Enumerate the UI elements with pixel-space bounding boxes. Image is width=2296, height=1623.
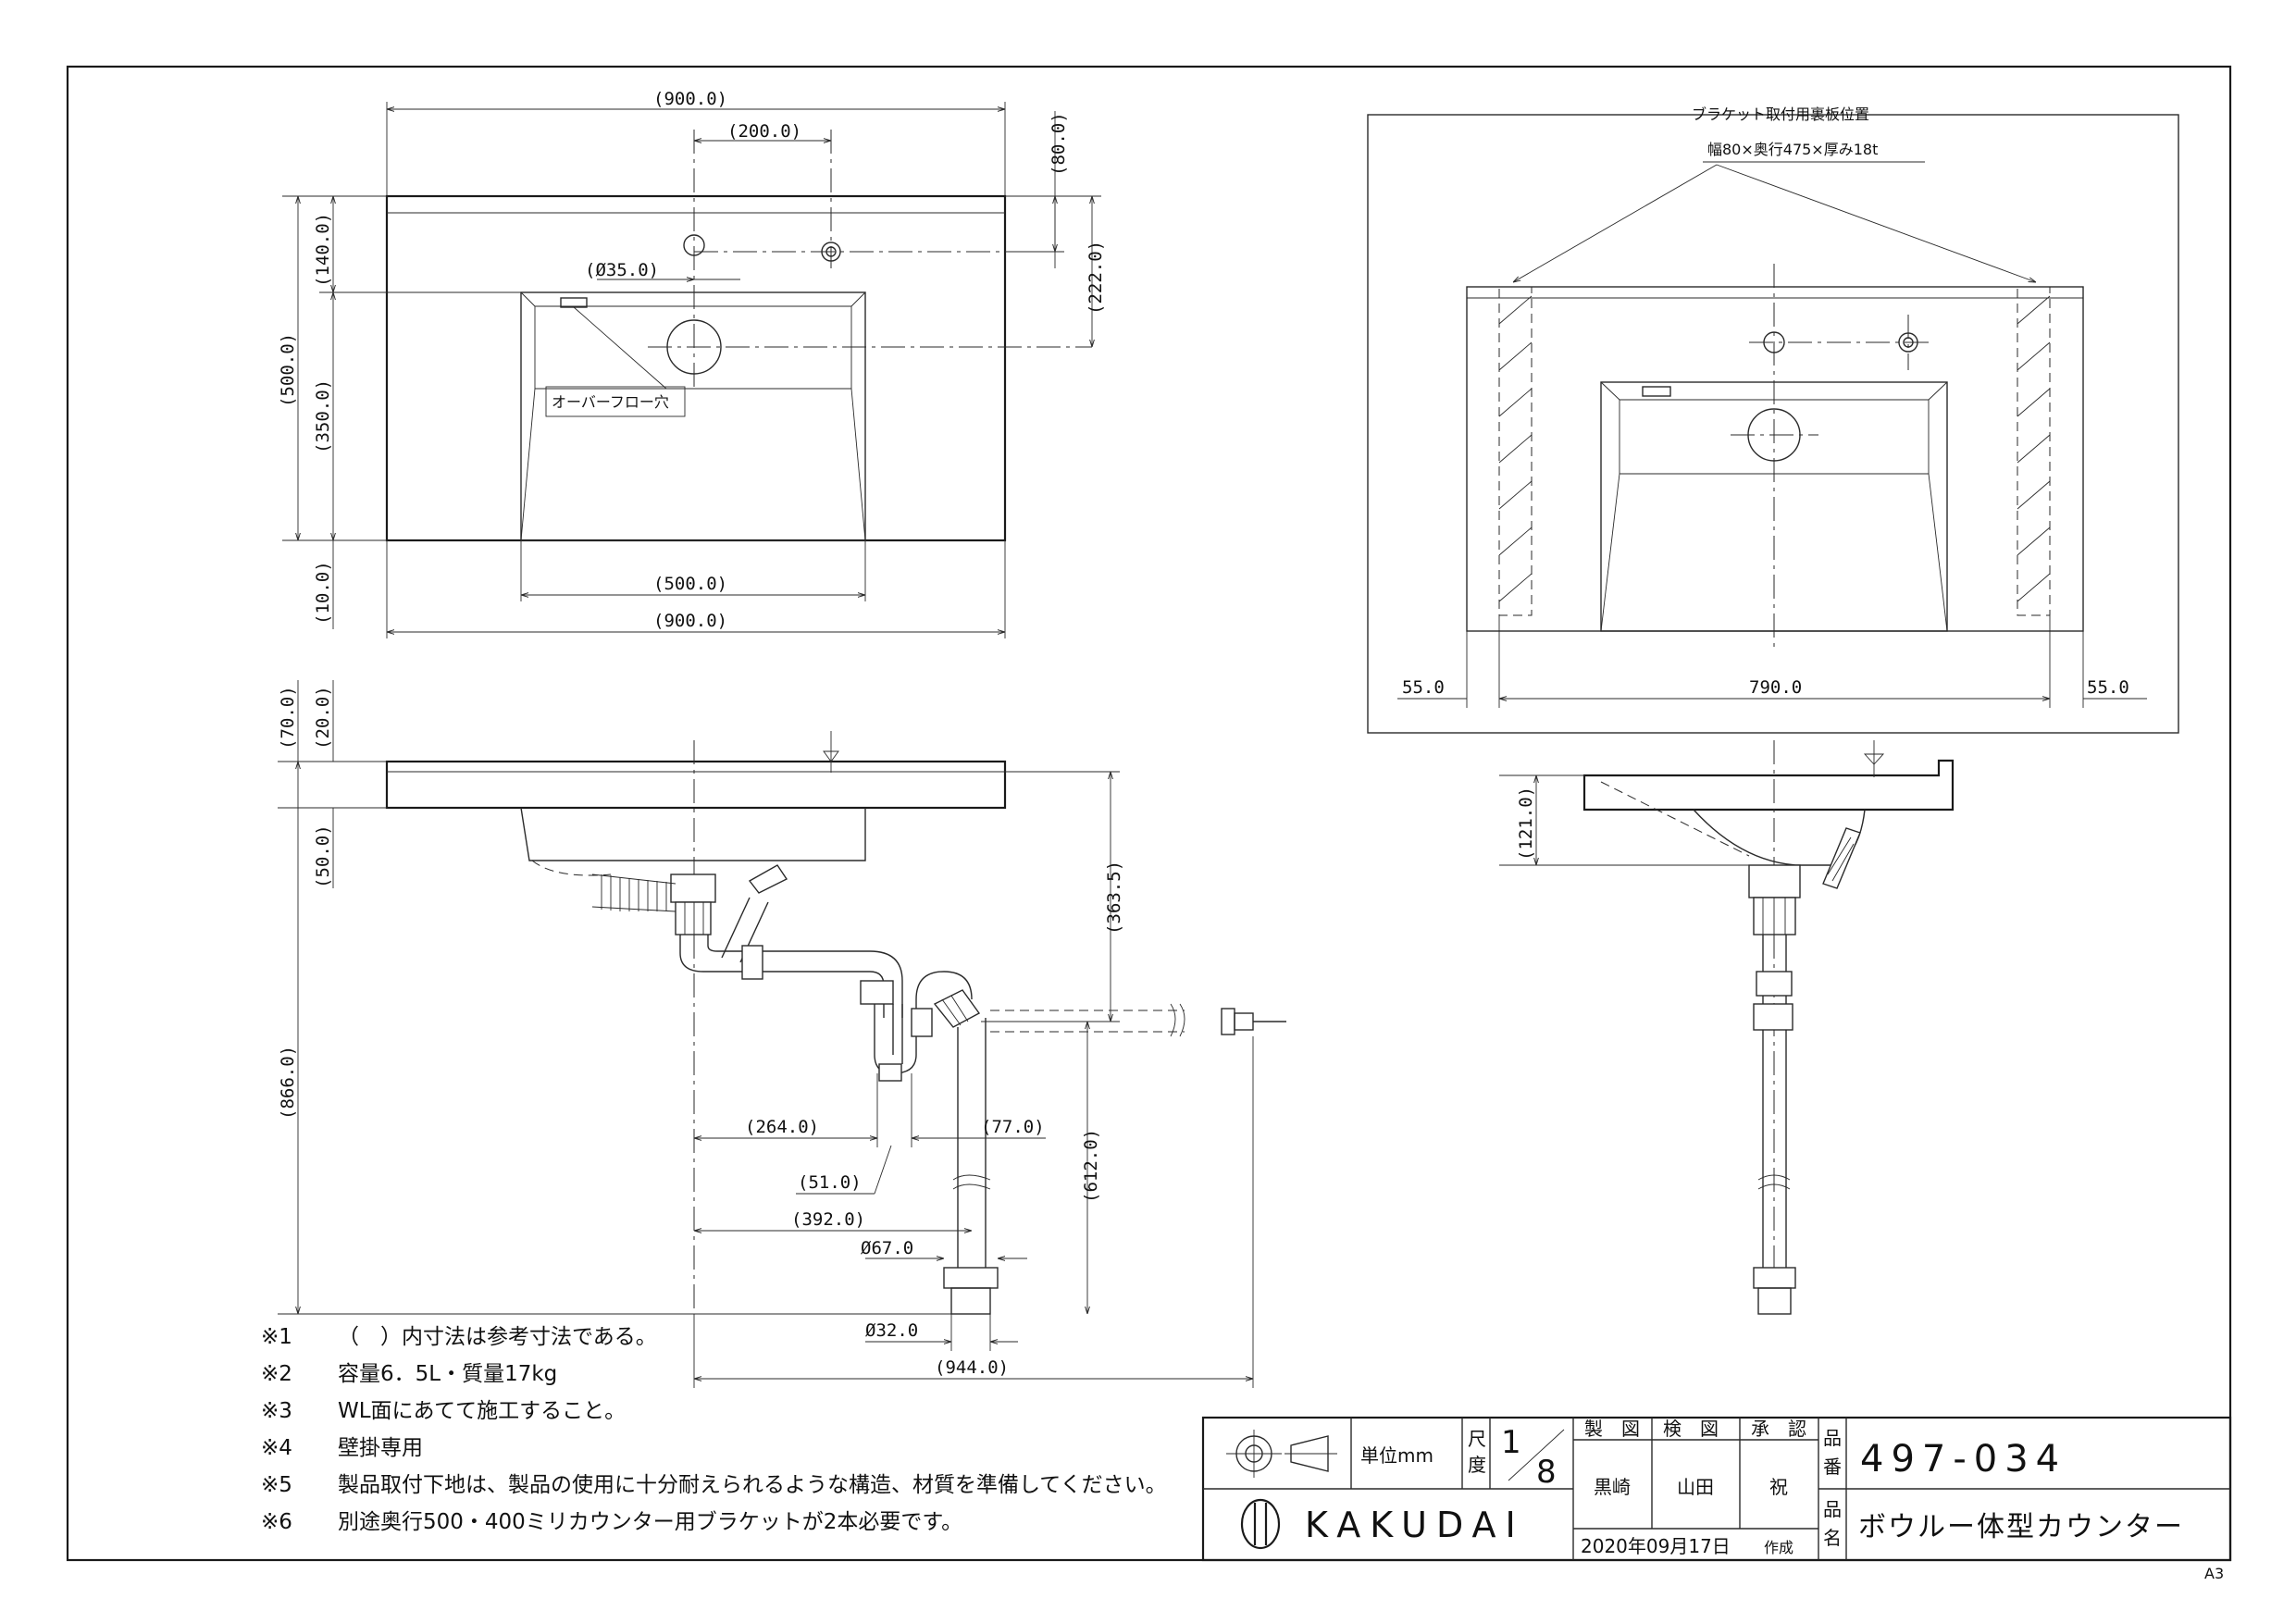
overflow-hole: [560, 297, 588, 308]
plan-view: オーバーフロー穴 (900.0) (200.0) (Ø35.0) (80.0) …: [278, 89, 1106, 638]
dim-overflow: (Ø35.0): [585, 260, 659, 280]
note-mark: ※3: [261, 1399, 292, 1423]
bracket-frame: [1367, 114, 2179, 734]
scale-denominator: 8: [1536, 1454, 1560, 1491]
counter-outline: [385, 194, 1007, 542]
faucet-hole: [683, 234, 705, 256]
dim-middle: 790.0: [1749, 677, 1802, 698]
dim-faucet-pitch: (200.0): [727, 121, 801, 142]
sheet-border: [66, 65, 2232, 1562]
scale-numerator: 1: [1501, 1424, 1525, 1461]
paper-size: A3: [2204, 1565, 2224, 1582]
dim-trap-offset: (264.0): [745, 1117, 819, 1137]
brand-name: KAKUDAI: [1305, 1505, 1525, 1545]
date: 2020年09月17日: [1581, 1535, 1731, 1557]
note-text: （ ）内寸法は参考寸法である。: [338, 1325, 657, 1349]
note-text: 別途奥行500・400ミリカウンター用ブラケットが2本必要です。: [338, 1510, 962, 1534]
note-mark: ※2: [261, 1362, 292, 1386]
dim-trap-gap: (77.0): [981, 1117, 1045, 1137]
basin-section: [520, 807, 866, 861]
scale-label: 尺: [1468, 1428, 1486, 1450]
notes: ※1 （ ）内寸法は参考寸法である。 ※2 容量6．5L・質量17kg ※3 W…: [261, 1325, 1167, 1534]
part-label: 品: [1823, 1427, 1842, 1449]
note-text: WL面にあてて施工すること。: [338, 1399, 626, 1423]
kakudai-logo: KAKUDAI: [1240, 1498, 1525, 1550]
dim-basin-drop: (50.0): [313, 824, 333, 888]
scale-label: 度: [1468, 1454, 1486, 1476]
note-mark: ※6: [261, 1510, 292, 1534]
date-suffix: 作成: [1764, 1539, 1793, 1556]
approved-label: 承 認: [1751, 1418, 1806, 1440]
note-mark: ※5: [261, 1473, 292, 1497]
dim-trap-width: (51.0): [798, 1172, 862, 1193]
note-text: 壁掛専用: [338, 1436, 423, 1460]
dim-wall-pipe: (944.0): [935, 1357, 1009, 1378]
checked-label: 検 図: [1663, 1418, 1719, 1440]
dim-basin-depth: (350.0): [313, 379, 333, 453]
note-text: 容量6．5L・質量17kg: [338, 1362, 557, 1386]
bracket-counter: [1466, 286, 2084, 632]
drafted-by: 黒崎: [1594, 1476, 1631, 1498]
section-view: (70.0) (20.0) (50.0) (866.0) (363.5) (61…: [278, 680, 1286, 1388]
dim-width-bottom: (900.0): [653, 611, 727, 631]
side-view: (121.0): [1499, 740, 1955, 1315]
counter-section: [385, 760, 1007, 810]
part-number: 497-034: [1860, 1438, 2066, 1481]
product-name: ボウルー体型カウンター: [1858, 1511, 2184, 1543]
dim-basin-width: (500.0): [653, 574, 727, 594]
dim-width-top: (900.0): [653, 89, 727, 109]
name-label: 名: [1823, 1527, 1842, 1549]
dim-back-offset: (80.0): [1049, 112, 1069, 176]
dim-front: (10.0): [313, 561, 333, 625]
note-mark: ※1: [261, 1325, 292, 1349]
dim-floor-pipe-outer: Ø67.0: [861, 1238, 913, 1258]
approved-by: 祝: [1769, 1476, 1788, 1498]
basin-outline: [520, 291, 866, 541]
note-mark: ※4: [261, 1436, 292, 1460]
dim-depth: (500.0): [278, 333, 298, 407]
dim-top: (70.0): [278, 686, 298, 750]
dim-right: 55.0: [2087, 677, 2129, 698]
dim-left: 55.0: [1402, 677, 1445, 698]
checked-by: 山田: [1677, 1476, 1714, 1498]
dim-faucet-drain: (222.0): [1086, 241, 1106, 315]
dim-floor-height: (612.0): [1081, 1129, 1101, 1203]
dim-floor-pipe-inner: Ø32.0: [865, 1320, 918, 1341]
dim-back-depth: (140.0): [313, 213, 333, 287]
bracket-title: ブラケット取付用裏板位置: [1692, 105, 1869, 123]
name-label: 品: [1823, 1498, 1842, 1520]
bracket-spec: 幅80×奥行475×厚み18t: [1707, 141, 1878, 158]
bracket-view: ブラケット取付用裏板位置 幅80×奥行475×厚み18t: [1367, 105, 2179, 734]
dim-trap-height: (363.5): [1104, 861, 1124, 935]
note-text: 製品取付下地は、製品の使用に十分耐えられるような構造、材質を準備してください。: [338, 1473, 1167, 1497]
title-block: 単位mm 尺 度 1 8 製 図 検 図 承 認 黒崎 山田 祝 2020年09…: [1201, 1416, 2232, 1562]
dim-floor-offset: (392.0): [791, 1209, 865, 1230]
overflow-label: オーバーフロー穴: [552, 393, 669, 411]
drafted-label: 製 図: [1584, 1418, 1640, 1440]
dim-total-height: (866.0): [278, 1046, 298, 1120]
part-label: 番: [1823, 1456, 1842, 1478]
projection-symbol-icon: [1226, 1430, 1337, 1478]
unit-label: 単位mm: [1360, 1444, 1433, 1467]
dim-side-height: (121.0): [1516, 787, 1536, 861]
dim-counter-thk: (20.0): [313, 686, 333, 750]
